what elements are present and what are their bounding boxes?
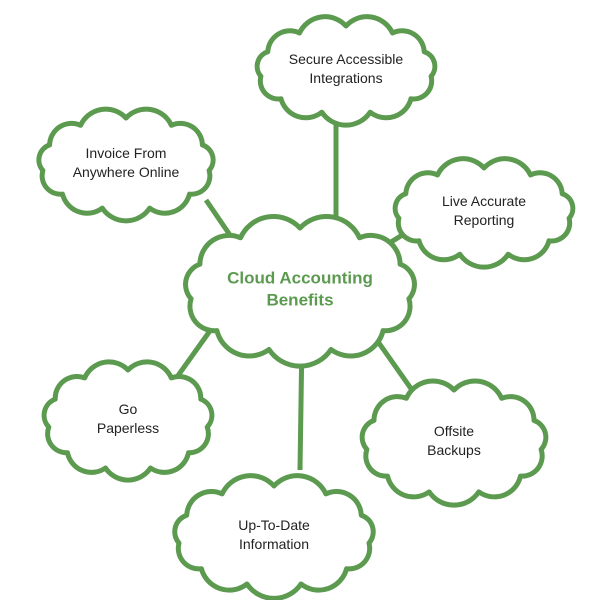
- cloud-center-shape: [183, 213, 417, 369]
- cloud-live-accurate-reporting-label-line-2: Reporting: [454, 212, 515, 228]
- cloud-center-label-line-1: Cloud Accounting: [227, 268, 373, 287]
- cloud-up-to-date-information-shape: [172, 473, 376, 600]
- cloud-live-accurate-reporting-shape: [392, 156, 576, 270]
- cloud-go-paperless-shape: [41, 359, 215, 483]
- connector-cloud-invoice-from-anywhere-online: [203, 198, 235, 240]
- cloud-center-label-line-2: Benefits: [266, 290, 333, 309]
- cloud-invoice-from-anywhere-online-shape: [36, 106, 216, 224]
- cloud-up-to-date-information-label-line-1: Up-To-Date: [238, 517, 310, 533]
- connector-cloud-offsite-backups: [371, 334, 415, 392]
- cloud-secure-accessible-integrations-label-line-2: Integrations: [309, 70, 382, 86]
- cloud-offsite-backups-shape: [359, 378, 549, 508]
- cloud-go-paperless-label-line-2: Paperless: [97, 420, 159, 436]
- cloud-live-accurate-reporting-label-line-1: Live Accurate: [442, 193, 526, 209]
- cloud-go-paperless-label-line-1: Go: [119, 401, 138, 417]
- cloud-offsite-backups-label-line-1: Offsite: [434, 423, 474, 439]
- cloud-secure-accessible-integrations-label-line-1: Secure Accessible: [289, 51, 404, 67]
- cloud-invoice-from-anywhere-online-label-line-2: Anywhere Online: [73, 164, 180, 180]
- cloud-invoice-from-anywhere-online-label-line-1: Invoice From: [86, 145, 167, 161]
- cloud-secure-accessible-integrations-shape: [254, 14, 438, 128]
- cloud-offsite-backups-label-line-2: Backups: [427, 442, 481, 458]
- cloud-up-to-date-information-label-line-2: Information: [239, 536, 309, 552]
